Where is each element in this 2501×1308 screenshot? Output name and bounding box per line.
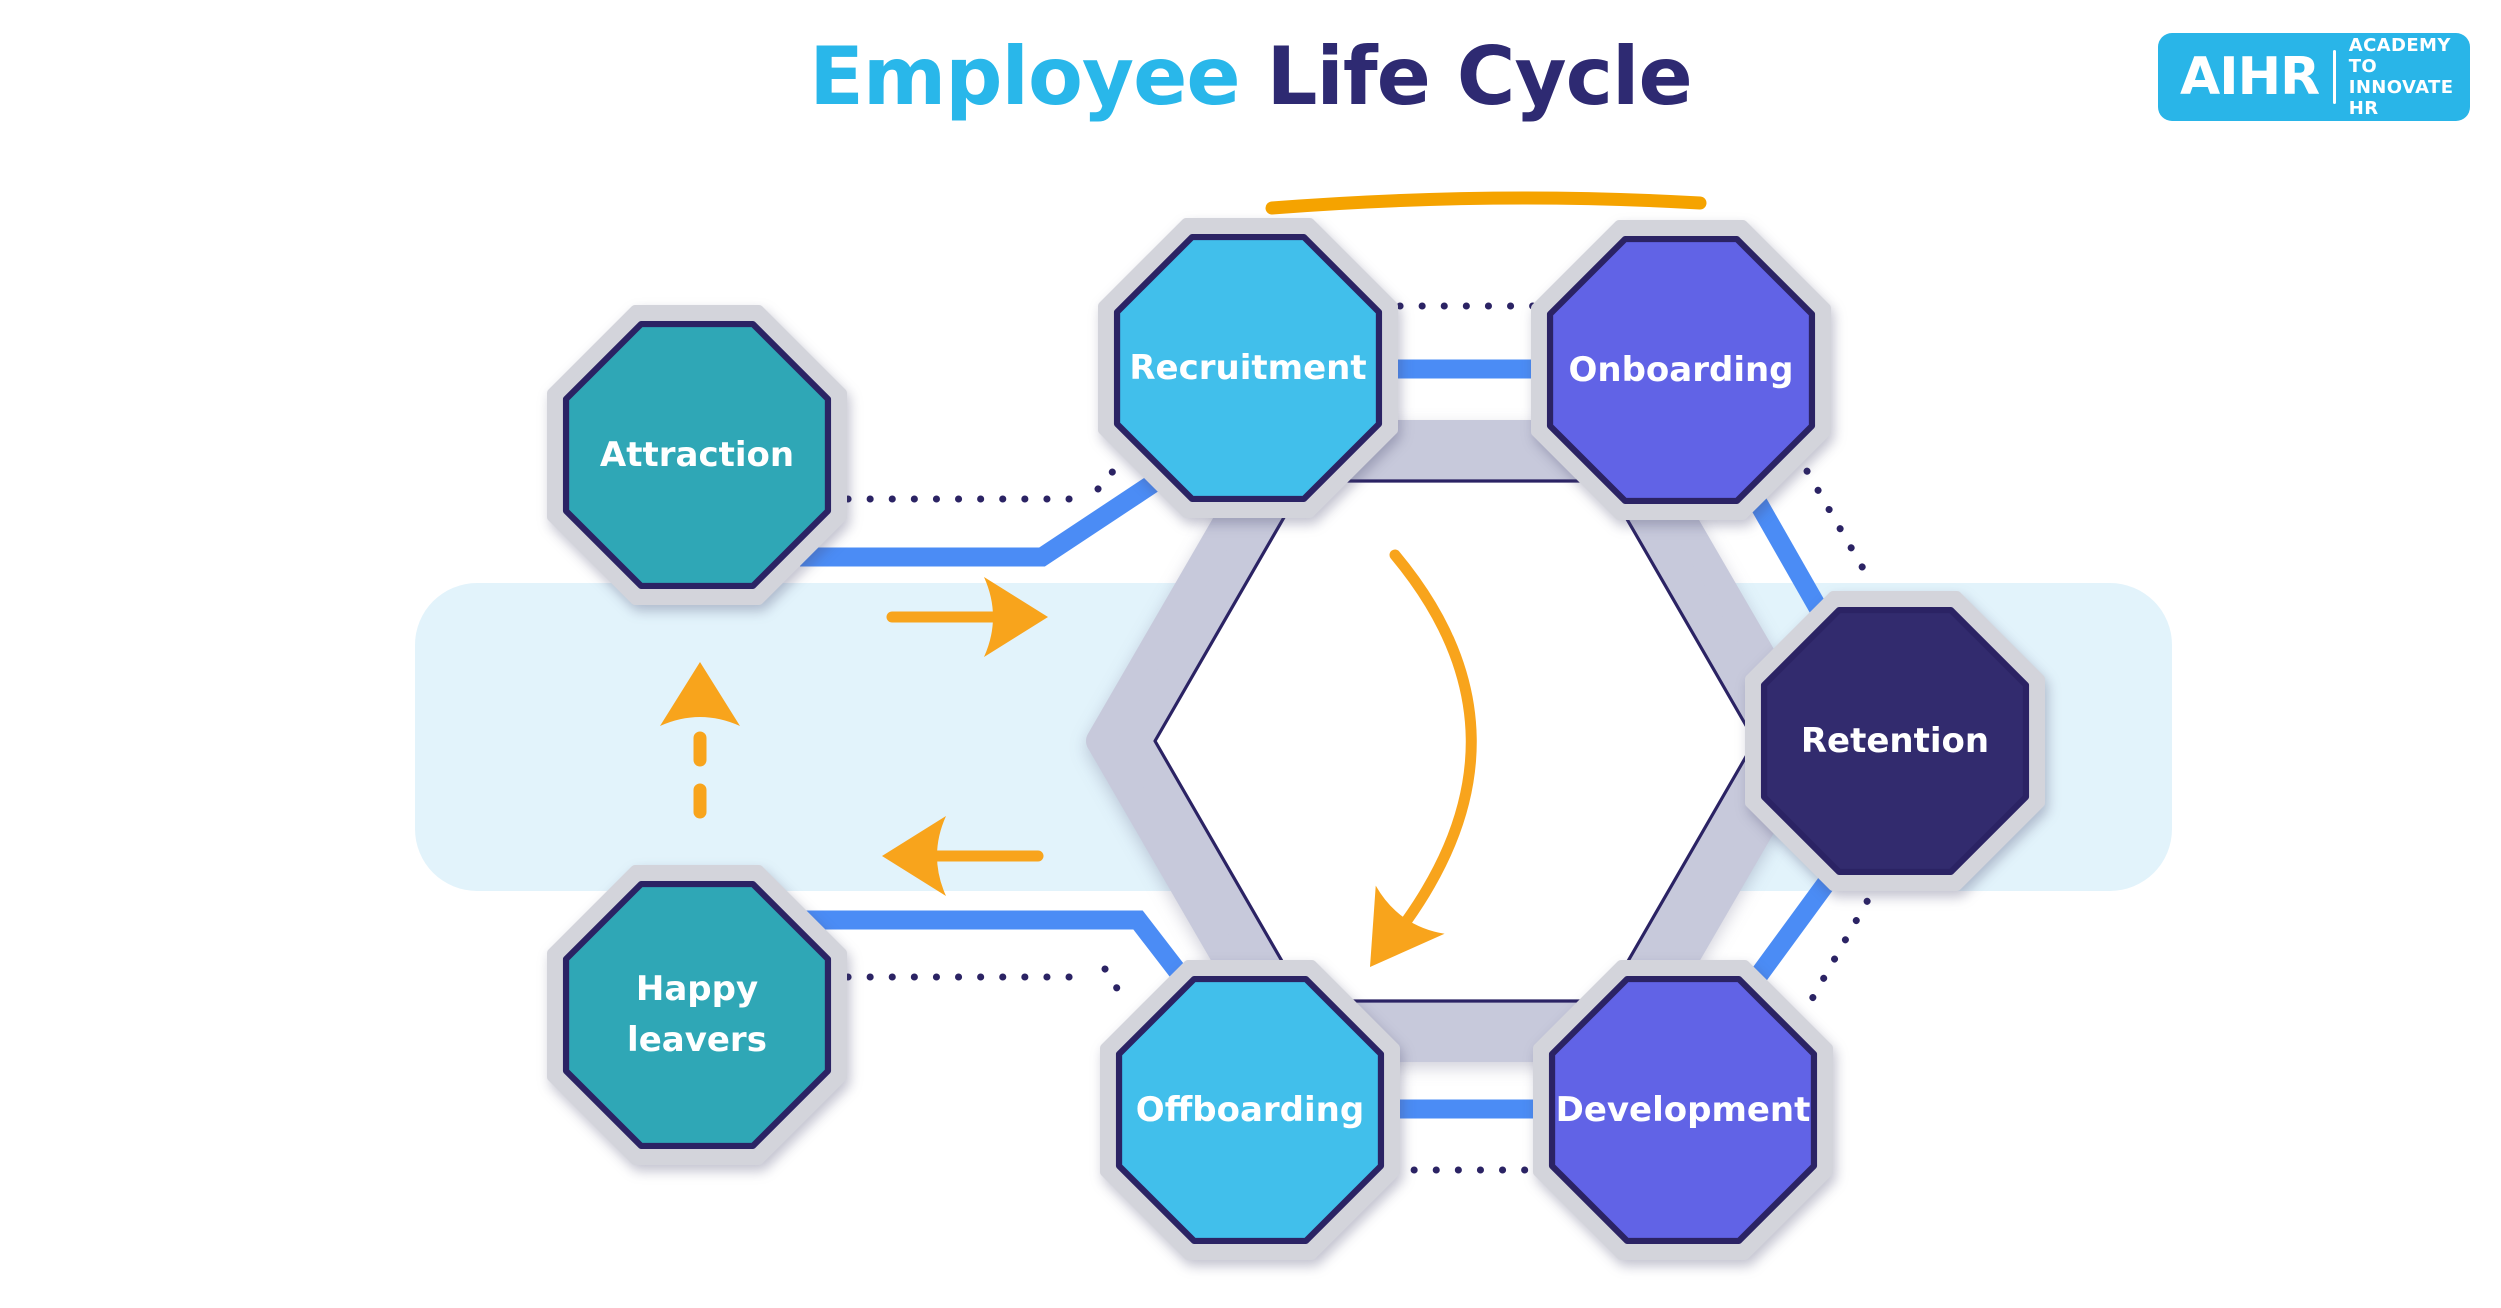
forward-arrow-icon	[886, 577, 1048, 657]
aihr-logo: AIHR ACADEMY TO INNOVATE HR	[2158, 33, 2470, 121]
stage-offboarding: Offboarding	[1100, 960, 1400, 1260]
octagon-face	[562, 320, 832, 590]
logo-tagline-line2: INNOVATE HR	[2348, 77, 2454, 120]
stage-onboarding: Onboarding	[1531, 220, 1831, 520]
dotted-onboarding-retention	[1792, 448, 1876, 588]
stage-label-line2: leavers	[627, 1020, 767, 1060]
dotted-retention-development	[1799, 878, 1882, 1019]
stage-happy-leavers: Happy leavers	[547, 865, 847, 1165]
stage-retention: Retention	[1745, 591, 2045, 891]
octagon-face	[1760, 606, 2030, 876]
clockwise-cycle-arrow-icon	[1370, 549, 1477, 967]
octagon-face	[1546, 235, 1816, 505]
title-part-employee: Employee	[809, 30, 1240, 123]
logo-tagline: ACADEMY TO INNOVATE HR	[2349, 35, 2470, 120]
stage-label: Happy leavers	[547, 865, 847, 1165]
logo-tagline-line1: ACADEMY TO	[2348, 34, 2451, 77]
octagon-face	[562, 880, 832, 1150]
title-part-life-cycle: Life Cycle	[1266, 30, 1692, 123]
stage-development: Development	[1533, 960, 1833, 1260]
stage-attraction: Attraction	[547, 305, 847, 605]
loop-back-dashed-arrow-icon	[660, 662, 740, 819]
stage-label: Development	[1555, 1089, 1811, 1130]
return-arrow-icon	[882, 816, 1044, 896]
logo-divider	[2333, 50, 2336, 104]
logo-brand-text: AIHR	[2180, 47, 2320, 107]
octagon-face	[1113, 233, 1383, 503]
title-underline-icon	[1265, 191, 1707, 215]
page-title: Employee Life Cycle	[0, 30, 2501, 123]
stage-label: Attraction	[599, 434, 795, 475]
octagon-face	[1115, 975, 1385, 1245]
octagon-face	[1548, 975, 1818, 1245]
stage-recruitment: Recruitment	[1098, 218, 1398, 518]
dotted-happyleavers-offboarding	[844, 965, 1132, 1010]
connector-attraction-recruitment	[800, 447, 1202, 567]
stage-label-line1: Happy	[635, 969, 759, 1009]
stage-label: Retention	[1800, 720, 1990, 761]
stage-label: Recruitment	[1129, 347, 1367, 388]
stage-label: Offboarding	[1135, 1089, 1365, 1130]
stage-label: Onboarding	[1568, 349, 1794, 390]
